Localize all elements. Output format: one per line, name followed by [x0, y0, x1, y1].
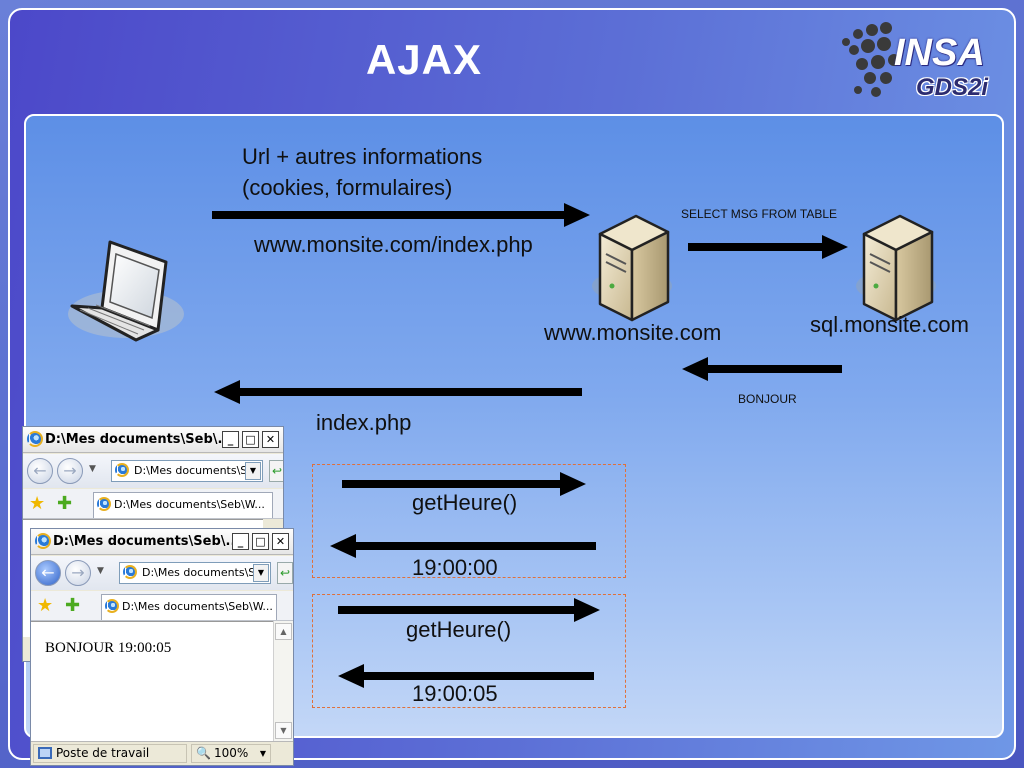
slide-title: AJAX — [365, 36, 483, 83]
close-button[interactable]: ✕ — [272, 533, 289, 550]
request-label-line2: (cookies, formulaires) — [242, 175, 453, 200]
minimize-button[interactable]: _ — [232, 533, 249, 550]
maximize-button[interactable]: □ — [242, 431, 259, 448]
ie-logo-icon — [35, 533, 51, 549]
arrow-ajax1-request — [342, 472, 586, 496]
minimize-button[interactable]: _ — [222, 431, 239, 448]
ajax-call-2-response: 19:00:05 — [412, 681, 498, 706]
forward-arrow-icon[interactable]: → — [65, 560, 91, 586]
browser-back-tab-label: D:\Mes documents\Seb\W... — [114, 498, 265, 511]
browser-status-bar: Poste de travail 🔍 100% ▼ — [31, 741, 293, 765]
web-server-label: www.monsite.com — [544, 320, 722, 345]
arrow-ajax2-response — [338, 664, 594, 688]
add-favorite-icon[interactable]: ✚ — [57, 493, 73, 514]
forward-arrow-icon[interactable]: → — [57, 458, 83, 484]
diagram-graphics — [68, 203, 936, 688]
request-label-line1: Url + autres informations — [242, 144, 483, 169]
tab-page-icon — [105, 599, 119, 613]
browser-front-address: D:\Mes documents\Se — [142, 566, 263, 579]
arrow-db-to-web — [682, 357, 842, 381]
ajax-call-2-request: getHeure() — [406, 617, 512, 642]
arrow-ajax1-response — [330, 534, 596, 558]
scroll-down-icon[interactable]: ▼ — [275, 722, 292, 739]
request-url-label: www.monsite.com/index.php — [254, 232, 533, 257]
sql-response-label: BONJOUR — [738, 392, 797, 406]
refresh-icon[interactable]: ↩ — [277, 562, 293, 584]
browser-front-address-bar[interactable]: D:\Mes documents\Se ▼ — [119, 562, 271, 584]
page-icon — [123, 565, 137, 579]
logo-gds2i-text: GDS2i — [916, 74, 989, 101]
zoom-icon: 🔍 — [196, 746, 211, 760]
browser-front-title: D:\Mes documents\Seb\... — [53, 534, 241, 549]
back-arrow-icon[interactable]: ← — [35, 560, 61, 586]
ajax-call-1-request: getHeure() — [412, 490, 518, 515]
tab-page-icon — [97, 497, 111, 511]
browser-front-content: BONJOUR 19:00:05 — [31, 621, 273, 741]
db-server-label: sql.monsite.com — [810, 312, 969, 337]
browser-back-address-bar[interactable]: D:\Mes documents\Se ▼ — [111, 460, 263, 482]
insa-logo: INSA GDS2i — [836, 14, 1012, 106]
browser-back-navbar: ← → ▼ D:\Mes documents\Se ▼ ↩ — [23, 454, 283, 488]
back-arrow-icon[interactable]: ← — [27, 458, 53, 484]
zoom-dropdown-icon[interactable]: ▼ — [259, 749, 266, 758]
address-dropdown-icon[interactable]: ▼ — [245, 462, 261, 480]
browser-back-address: D:\Mes documents\Se — [134, 464, 255, 477]
history-dropdown-icon[interactable]: ▼ — [89, 464, 96, 474]
status-zone: Poste de travail — [33, 744, 187, 763]
sql-query-label: SELECT MSG FROM TABLE — [681, 207, 838, 221]
db-server-icon — [856, 214, 936, 322]
browser-back-titlebar[interactable]: D:\Mes documents\Seb\... _ □ ✕ — [23, 427, 283, 453]
browser-front-titlebar[interactable]: D:\Mes documents\Seb\... _ □ ✕ — [31, 529, 293, 555]
vertical-scrollbar[interactable]: ▲ ▼ — [273, 621, 293, 741]
logo-dots-graphic — [842, 22, 900, 97]
laptop-icon — [68, 240, 184, 342]
arrows — [212, 203, 848, 688]
logo-insa-text: INSA — [894, 32, 985, 74]
add-favorite-icon[interactable]: ✚ — [65, 595, 81, 616]
computer-icon — [38, 747, 52, 759]
close-button[interactable]: ✕ — [262, 431, 279, 448]
page-icon — [115, 463, 129, 477]
zoom-level: 100% — [214, 746, 249, 760]
browser-back-favorites-bar: ★ ✚ D:\Mes documents\Seb\W... — [23, 489, 283, 519]
status-zone-label: Poste de travail — [56, 746, 150, 760]
browser-front-favorites-bar: ★ ✚ D:\Mes documents\Seb\W... — [31, 591, 293, 621]
zoom-control[interactable]: 🔍 100% ▼ — [191, 744, 271, 763]
ajax-call-box-2 — [312, 594, 626, 708]
browser-page-text: BONJOUR 19:00:05 — [45, 640, 172, 656]
browser-front-tab-label: D:\Mes documents\Seb\W... — [122, 600, 273, 613]
ie-logo-icon — [27, 431, 43, 447]
browser-back-title: D:\Mes documents\Seb\... — [45, 432, 233, 447]
response-page-label: index.php — [316, 410, 412, 435]
refresh-icon[interactable]: ↩ — [269, 460, 283, 482]
browser-front-navbar: ← → ▼ D:\Mes documents\Se ▼ ↩ — [31, 556, 293, 590]
ajax-call-box-1 — [312, 464, 626, 578]
browser-window-front[interactable]: D:\Mes documents\Seb\... _ □ ✕ ← → ▼ D:\… — [30, 528, 294, 766]
arrow-web-to-client — [214, 380, 582, 404]
scroll-up-icon[interactable]: ▲ — [275, 623, 292, 640]
favorites-star-icon[interactable]: ★ — [37, 595, 54, 616]
browser-back-tab[interactable]: D:\Mes documents\Seb\W... — [93, 492, 273, 518]
history-dropdown-icon[interactable]: ▼ — [97, 566, 104, 576]
web-server-icon — [592, 214, 672, 322]
browser-front-tab[interactable]: D:\Mes documents\Seb\W... — [101, 594, 277, 620]
arrow-ajax2-request — [338, 598, 600, 622]
arrow-request-to-web — [212, 203, 590, 227]
favorites-star-icon[interactable]: ★ — [29, 493, 46, 514]
maximize-button[interactable]: □ — [252, 533, 269, 550]
ajax-call-1-response: 19:00:00 — [412, 555, 498, 580]
arrow-web-to-db — [688, 235, 848, 259]
address-dropdown-icon[interactable]: ▼ — [253, 564, 269, 582]
